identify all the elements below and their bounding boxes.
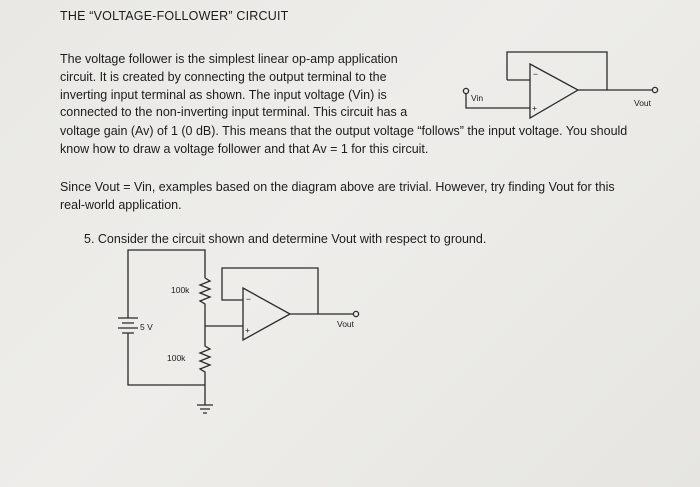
- follower-opamp-triangle: [529, 62, 580, 120]
- follower-vin-wire: [465, 94, 530, 109]
- ground-symbol: [197, 404, 213, 414]
- resistor-top: [198, 277, 212, 326]
- follower-vin-label: Vin: [471, 93, 483, 103]
- resistor-bottom-label: 100k: [167, 353, 186, 363]
- question-5: 5. Consider the circuit shown and determ…: [84, 232, 487, 246]
- opamp2-feedback-wire: [221, 267, 319, 314]
- battery-symbol: [118, 317, 138, 336]
- source-voltage-label: 5 V: [140, 322, 153, 332]
- follower-vout-terminal: [651, 86, 659, 94]
- follower-plus-sign: +: [532, 103, 537, 113]
- opamp2-vout-terminal: [352, 310, 360, 318]
- opamp2-minus-sign: −: [246, 294, 251, 304]
- follower-minus-sign: −: [533, 69, 538, 79]
- opamp2-vout-label: Vout: [337, 319, 355, 329]
- follower-vin-terminal: [462, 87, 470, 95]
- circuit-bottom-wire: [127, 336, 205, 386]
- paragraph2-line-1: Since Vout = Vin, examples based on the …: [60, 180, 615, 194]
- paragraph1-line-3: inverting input terminal as shown. The i…: [60, 88, 387, 102]
- paragraph1-line-4: connected to the non-inverting input ter…: [60, 105, 408, 119]
- opamp2-plus-sign: +: [245, 325, 250, 335]
- page-title: THE “VOLTAGE-FOLLOWER” CIRCUIT: [60, 9, 289, 23]
- follower-vout-label: Vout: [634, 98, 652, 108]
- paragraph2-line-2: real-world application.: [60, 198, 182, 212]
- resistor-bottom: [198, 326, 212, 405]
- paragraph1-line-2: circuit. It is created by connecting the…: [60, 70, 387, 84]
- paragraph1-line-6: know how to draw a voltage follower and …: [60, 142, 429, 156]
- follower-feedback-wire: [506, 51, 608, 91]
- opamp2-triangle: [242, 286, 292, 342]
- paragraph1-line-5: voltage gain (Av) of 1 (0 dB). This mean…: [60, 124, 628, 138]
- circuit-top-wire: [127, 249, 206, 318]
- resistor-top-label: 100k: [171, 285, 190, 295]
- paragraph1-line-1: The voltage follower is the simplest lin…: [60, 52, 398, 66]
